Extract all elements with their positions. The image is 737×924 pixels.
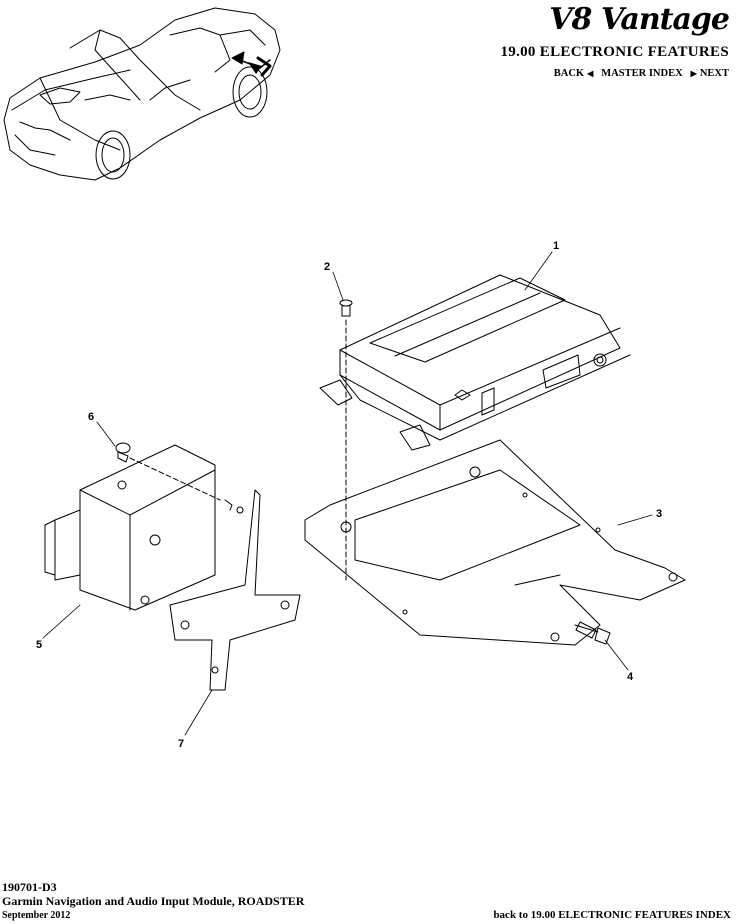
section-title: 19.00 ELECTRONIC FEATURES: [500, 44, 729, 60]
callout-4: 4: [627, 671, 634, 683]
callout-2: 2: [324, 261, 330, 273]
screw-part-4: [574, 621, 611, 645]
next-label: NEXT: [699, 68, 729, 79]
back-to-index-link[interactable]: back to 19.00 ELECTRONIC FEATURES INDEX: [493, 909, 731, 921]
callout-1: 1: [553, 240, 559, 252]
car-locator-illustration: [3, 7, 281, 181]
callout-6: 6: [88, 411, 94, 423]
callout-3: 3: [656, 508, 662, 520]
diagram-code: 190701-D3: [2, 880, 57, 894]
callout-5: 5: [36, 639, 42, 651]
back-link[interactable]: BACK ◀: [554, 68, 594, 79]
master-index-link[interactable]: MASTER INDEX: [601, 68, 683, 79]
navigation-module-part-1: [319, 274, 631, 451]
audio-input-module-part-5: [44, 444, 216, 611]
screw-6-alignment-line: [129, 457, 221, 501]
publication-date: September 2012: [2, 910, 71, 921]
triangle-left-icon: ◀: [587, 69, 594, 78]
fastener-part-6: [115, 442, 131, 463]
next-link[interactable]: ▶ NEXT: [691, 68, 729, 79]
navigation-bar: BACK ◀ MASTER INDEX ▶ NEXT: [554, 68, 729, 79]
diagram-title: Garmin Navigation and Audio Input Module…: [2, 894, 305, 908]
triangle-right-icon: ▶: [690, 69, 697, 78]
screw-part-2: [339, 299, 353, 317]
callout-7: 7: [178, 738, 184, 750]
brand-logo: V8 Vantage: [549, 2, 730, 37]
bracket-part-3: [304, 439, 686, 646]
mounting-bracket-part-7: [169, 489, 301, 691]
leader-lines: [42, 251, 653, 736]
back-label: BACK: [553, 68, 585, 79]
